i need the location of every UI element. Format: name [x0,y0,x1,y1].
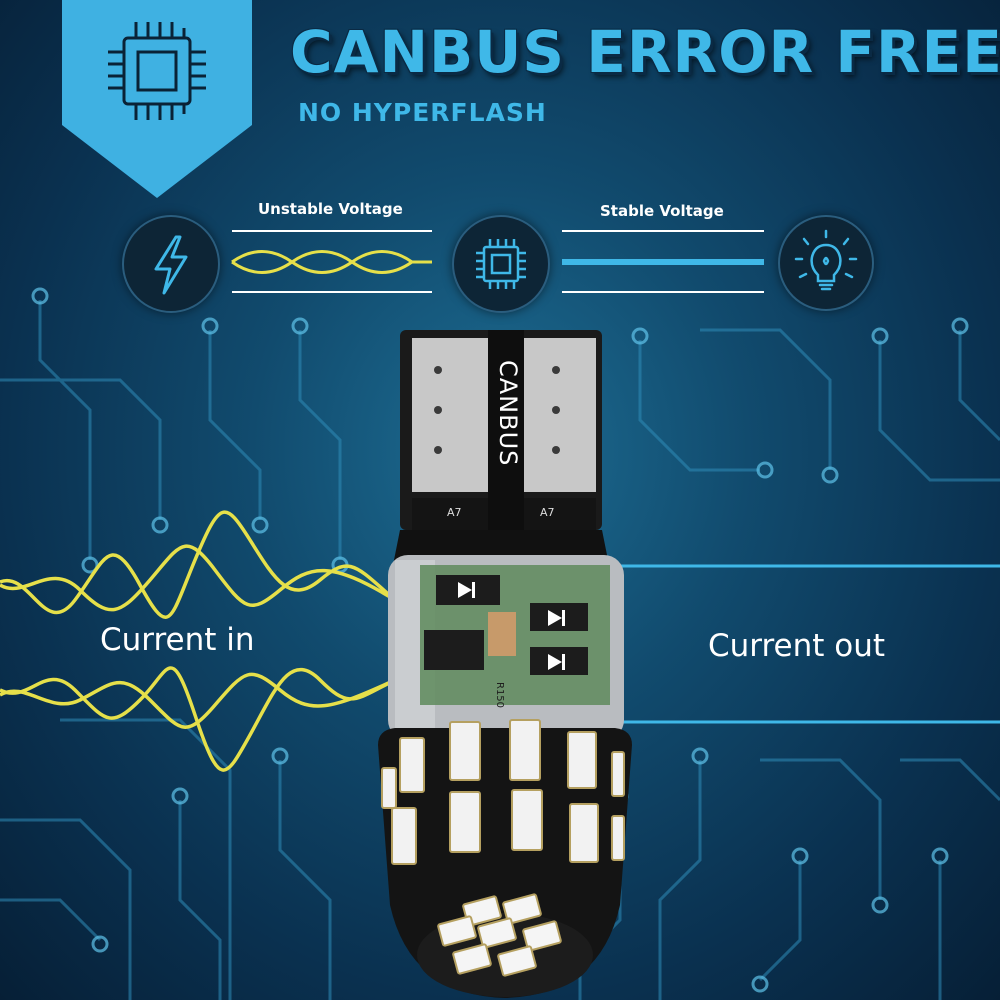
component-label-right: A7 [540,506,555,519]
chip-icon [452,215,550,313]
light-bulb-icon [778,215,874,311]
stable-voltage-label: Stable Voltage [600,202,724,220]
current-out-lines [600,564,1000,724]
current-in-waves [0,510,397,772]
component-label-left: A7 [447,506,462,519]
chip-icon [108,22,206,120]
headline-title: CANBUS ERROR FREE [290,18,1000,86]
stable-voltage-graphic [562,230,764,293]
banner-ribbon [62,0,252,198]
headline-subtitle: NO HYPERFLASH [298,98,547,127]
current-in-label: Current in [100,622,255,658]
unstable-voltage-label: Unstable Voltage [258,200,403,218]
unstable-voltage-graphic [231,230,432,293]
canbus-print: CANBUS [494,359,522,467]
current-out-label: Current out [708,628,886,664]
led-bulb [378,330,632,998]
lightning-bolt-icon [122,215,220,313]
resistor-label: R150 [494,682,505,709]
